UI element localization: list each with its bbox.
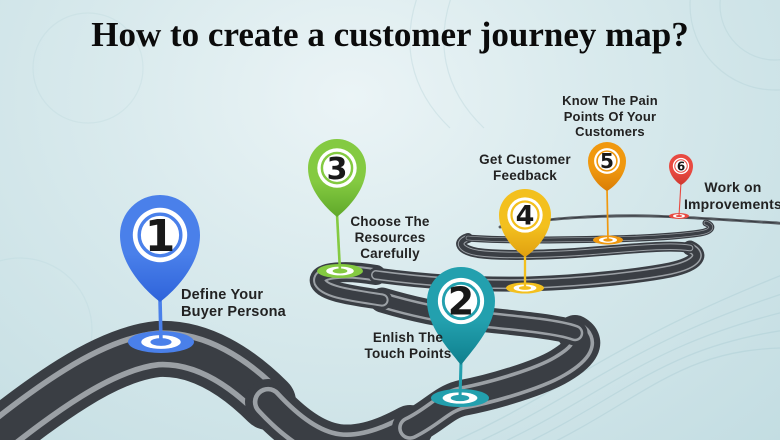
swirl-line xyxy=(531,330,780,440)
swirl-arc xyxy=(719,0,780,61)
pin-bases xyxy=(128,181,689,407)
step-1-label: Define Your Buyer Persona xyxy=(181,287,286,321)
pin-6-stem xyxy=(678,181,682,217)
pin-4-ring xyxy=(510,200,540,230)
swirl-line xyxy=(455,275,780,440)
pin-5-stem xyxy=(606,187,609,241)
pin-1-stem xyxy=(158,298,163,343)
pin-3-stem xyxy=(335,213,342,272)
swirl-arc xyxy=(689,0,780,91)
swirl-line xyxy=(506,312,780,440)
step-2-label: Enlish The Touch Points xyxy=(364,330,452,362)
step-6-label: Work on Improvements xyxy=(683,179,780,212)
pin-3-ring xyxy=(320,151,354,185)
swirl-line xyxy=(481,293,780,440)
pin-4-number: 4 xyxy=(516,201,535,232)
swirl-line xyxy=(409,0,451,129)
pin-2-number: 2 xyxy=(448,280,474,324)
road-segment xyxy=(257,391,421,440)
pin-1-number: 1 xyxy=(145,211,176,262)
road-segment xyxy=(401,324,591,437)
step-5-label: Know The Pain Points Of Your Customers xyxy=(562,93,658,140)
step-3-label: Choose The Resources Carefully xyxy=(350,214,430,262)
swirl-line xyxy=(556,347,780,440)
page-title: How to create a customer journey map? xyxy=(91,15,689,54)
swirl-arc xyxy=(32,12,144,124)
pin-2-stem xyxy=(458,361,463,399)
pin-5-number: 5 xyxy=(600,149,614,173)
pin-6-ring xyxy=(674,159,688,173)
pin-2-ring xyxy=(441,281,481,321)
step-4-label: Get Customer Feedback xyxy=(479,152,571,184)
pin-3-number: 3 xyxy=(327,152,348,187)
pin-1-ring xyxy=(137,212,183,258)
pin-5-ring xyxy=(596,150,618,172)
road-segment xyxy=(458,235,693,258)
swirl-line xyxy=(443,0,485,129)
pin-6-number: 6 xyxy=(677,159,685,173)
pin-heads: 1 2 3 4 5 6 xyxy=(120,139,693,365)
